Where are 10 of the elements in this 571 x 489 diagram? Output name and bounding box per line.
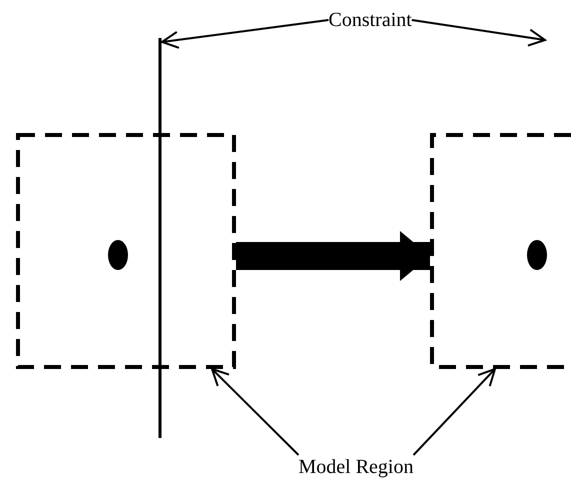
leader-arrow — [412, 368, 496, 456]
dashed-region-box — [16, 133, 236, 369]
dashed-region-box — [430, 133, 571, 369]
leader-arrow — [161, 19, 329, 49]
block-arrow — [236, 231, 430, 281]
constraint-line — [158, 38, 162, 438]
callout-text: Model Region — [298, 455, 414, 479]
leader-arrow — [412, 19, 546, 47]
leader-arrow — [211, 368, 300, 456]
callout-text: Constraint — [328, 8, 412, 32]
